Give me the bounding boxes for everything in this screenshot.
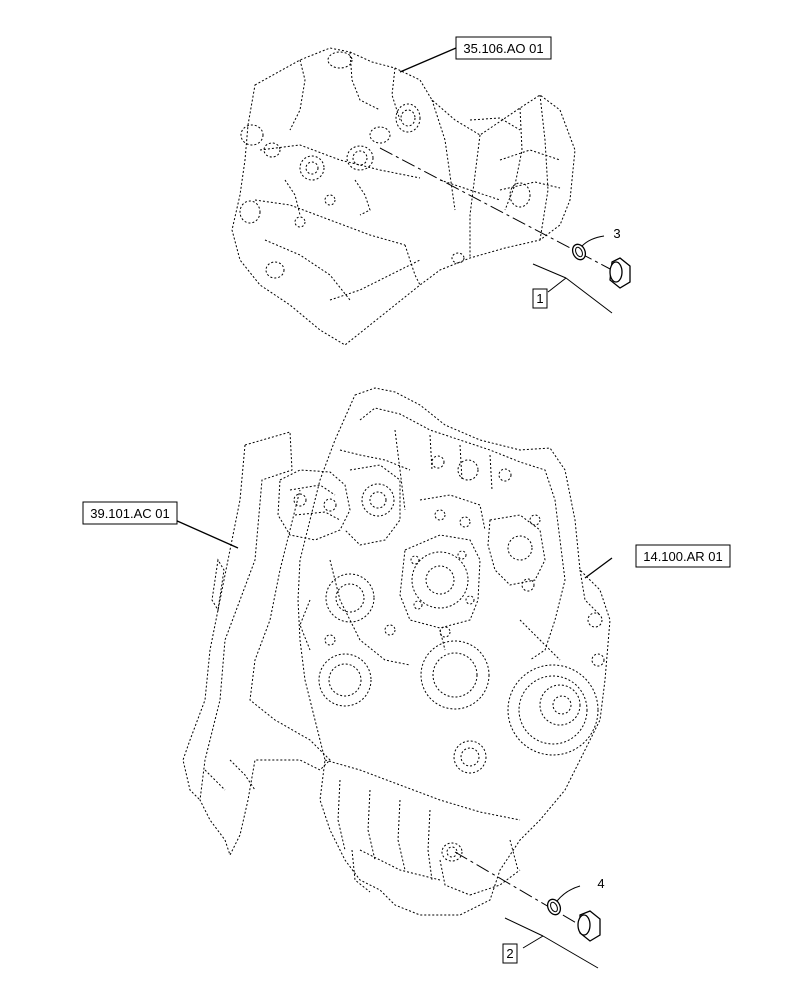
transmission-assembly — [231, 47, 576, 346]
lower-axis-line — [454, 851, 586, 929]
engine-assembly — [277, 387, 611, 916]
callout-label-1: 1 — [536, 291, 543, 306]
lower-plug-group — [454, 851, 601, 969]
callout-item-2[interactable]: 2 — [502, 943, 518, 964]
item-2-bracket — [504, 917, 599, 969]
callout-label-2: 2 — [506, 946, 513, 961]
frame-assembly — [182, 431, 331, 857]
ref-frame-leader — [174, 519, 239, 549]
ref-engine-leader — [584, 557, 613, 579]
lower-o-ring[interactable] — [545, 897, 563, 917]
upper-plug[interactable] — [609, 257, 631, 289]
ref-transmission-leader — [399, 47, 457, 73]
lower-plug[interactable] — [577, 910, 601, 942]
callout-label-4[interactable]: 4 — [597, 876, 604, 891]
ref-label-frame: 39.101.AC 01 — [90, 506, 170, 521]
item-1-bracket — [532, 263, 613, 314]
callout-label-3[interactable]: 3 — [613, 226, 620, 241]
ref-label-engine: 14.100.AR 01 — [643, 549, 723, 564]
ref-box-transmission[interactable]: 35.106.AO 01 — [455, 36, 552, 60]
upper-plug-group — [379, 147, 631, 314]
upper-o-ring[interactable] — [570, 242, 588, 262]
ref-box-engine[interactable]: 14.100.AR 01 — [635, 544, 731, 568]
ref-box-frame[interactable]: 39.101.AC 01 — [82, 501, 178, 525]
callout-4-leader — [556, 885, 581, 902]
callout-3-leader — [581, 235, 605, 247]
ref-label-transmission: 35.106.AO 01 — [463, 41, 543, 56]
callout-item-1[interactable]: 1 — [532, 288, 548, 309]
